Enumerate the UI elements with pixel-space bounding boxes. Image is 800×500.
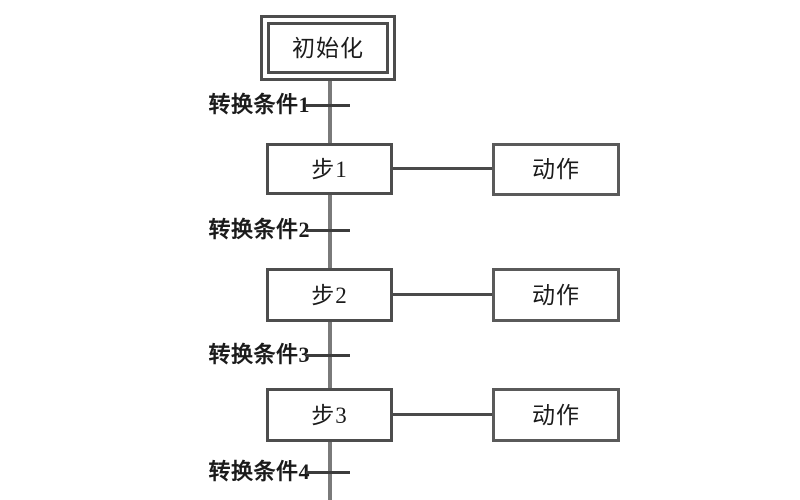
- initial-step-label: 初始化: [292, 35, 364, 61]
- initial-step-box[interactable]: 初始化: [260, 15, 396, 81]
- transition-tick-2: [306, 229, 350, 232]
- transition-label-4: 转换条件4: [208, 459, 310, 484]
- step-box-3[interactable]: 步3: [266, 388, 393, 442]
- step-label-2: 步2: [311, 282, 348, 308]
- step-label-3: 步3: [311, 402, 348, 428]
- action-box-1[interactable]: 动作: [492, 143, 620, 196]
- step2-action-connector: [393, 293, 492, 296]
- step1-action-connector: [393, 167, 492, 170]
- transition-tick-1: [306, 104, 350, 107]
- action-label-2: 动作: [532, 282, 580, 308]
- action-box-3[interactable]: 动作: [492, 388, 620, 442]
- transition-label-3: 转换条件3: [208, 342, 310, 367]
- transition-label-1: 转换条件1: [208, 92, 310, 117]
- step3-action-connector: [393, 413, 492, 416]
- transition-label-2: 转换条件2: [208, 217, 310, 242]
- step-box-2[interactable]: 步2: [266, 268, 393, 322]
- transition-tick-4: [306, 471, 350, 474]
- flow-line-t1-to-step1: [328, 105, 332, 145]
- initial-step-inner-border: 初始化: [267, 22, 389, 74]
- action-label-1: 动作: [532, 157, 580, 182]
- action-box-2[interactable]: 动作: [492, 268, 620, 322]
- step-label-1: 步1: [311, 156, 348, 182]
- flow-line-step2-to-t3: [328, 322, 332, 392]
- action-label-3: 动作: [532, 402, 580, 428]
- transition-tick-3: [306, 354, 350, 357]
- step-box-1[interactable]: 步1: [266, 143, 393, 195]
